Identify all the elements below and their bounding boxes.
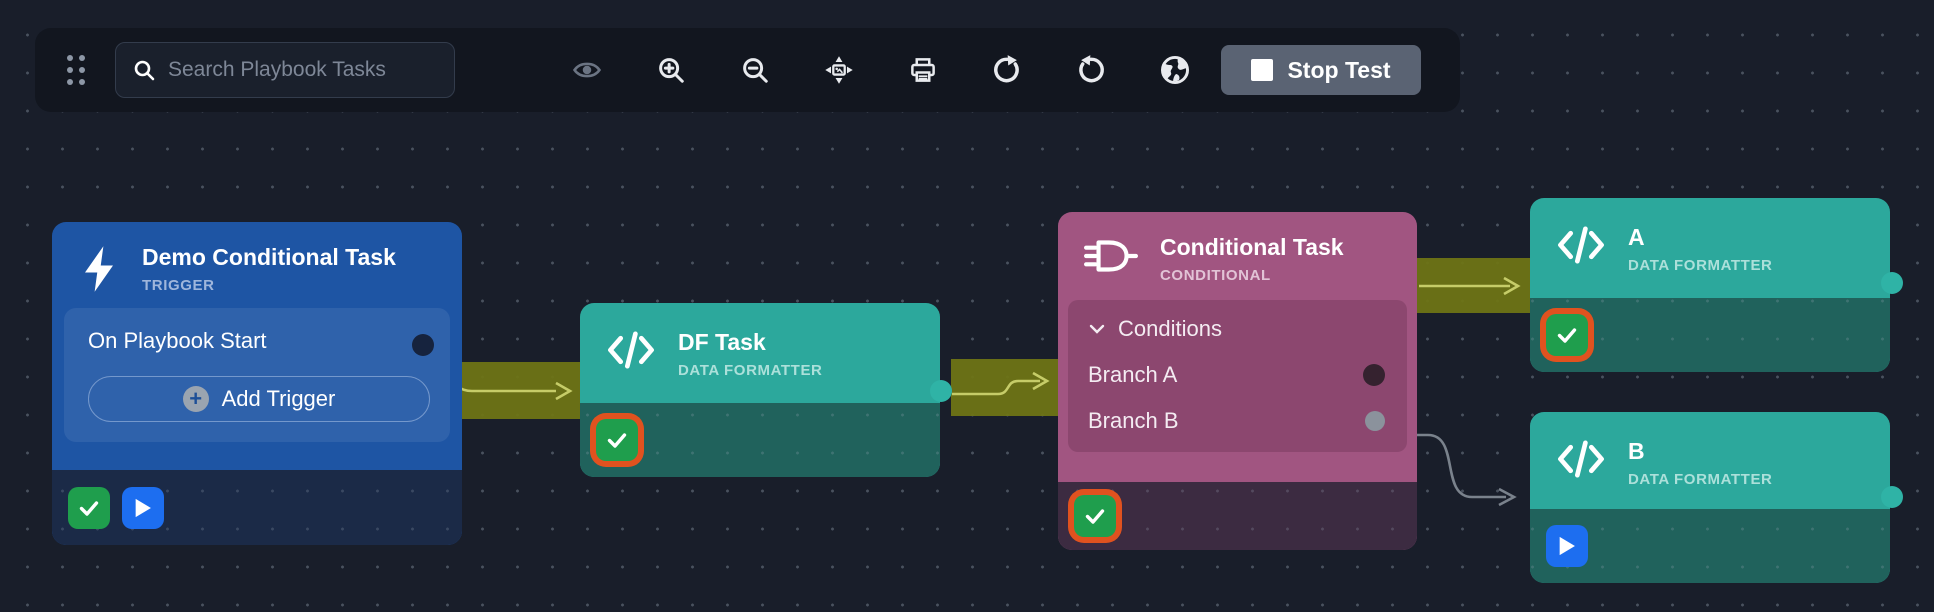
trigger-panel: On Playbook Start + Add Trigger [64,308,450,443]
node-type-label: DATA FORMATTER [678,362,823,380]
success-check-badge-highlighted [1546,314,1588,356]
print-button[interactable] [903,50,943,90]
branch-b-output-port[interactable] [1365,411,1385,432]
node-a[interactable]: A DATA FORMATTER [1530,198,1890,372]
edge-highlight-df-to-conditional [951,359,1058,416]
stop-square-icon [1251,59,1274,81]
zoom-in-icon [659,58,684,83]
add-trigger-button[interactable]: + Add Trigger [88,376,430,423]
node-title: DF Task [678,329,766,355]
node-type-label: DATA FORMATTER [1628,471,1773,489]
conditions-panel: Conditions Branch A Branch B [1068,300,1407,453]
stop-test-label: Stop Test [1287,56,1391,83]
node-b[interactable]: B DATA FORMATTER [1530,412,1890,583]
node-title: Conditional Task [1160,234,1344,260]
df-node-footer [580,403,940,477]
redo-button[interactable] [987,50,1027,90]
trigger-row-label: On Playbook Start [88,328,267,354]
branch-a-output-port[interactable] [1363,364,1385,387]
success-check-badge-highlighted [596,419,638,461]
zoom-out-button[interactable] [735,50,775,90]
undo-icon [1079,55,1104,83]
visibility-eye-button[interactable] [567,50,607,90]
add-trigger-label: Add Trigger [221,386,336,412]
edge-highlight-trigger-to-df [462,362,580,419]
trigger-node-footer [52,470,462,545]
node-title: B [1628,438,1645,464]
conditions-section-toggle[interactable]: Conditions [1088,316,1391,342]
play-icon [1559,536,1575,556]
node-type-label: CONDITIONAL [1160,267,1271,285]
fit-to-screen-button[interactable] [819,50,859,90]
globe-icon [1161,56,1189,84]
branch-row-a[interactable]: Branch A [1088,362,1391,388]
pending-edge-conditional-to-b [1414,433,1517,507]
print-icon [911,58,935,82]
code-icon [606,329,656,371]
chevron-down-icon [1088,322,1106,336]
lightning-icon [78,244,120,294]
stop-test-button[interactable]: Stop Test [1221,45,1421,95]
check-icon [79,500,99,516]
edge-highlight-conditional-to-a [1417,258,1530,313]
trigger-row-on-playbook-start[interactable]: On Playbook Start [88,328,430,354]
branch-a-label: Branch A [1088,362,1178,388]
globe-button[interactable] [1155,50,1195,90]
code-icon [1556,224,1606,266]
plus-circle-icon: + [182,386,209,413]
trigger-output-port[interactable] [412,334,434,357]
drag-handle-icon[interactable] [67,55,85,85]
fit-to-screen-icon [825,56,853,84]
conditional-node-footer [1058,482,1417,550]
conditions-label: Conditions [1118,316,1222,342]
code-icon [1556,438,1606,480]
branch-b-label: Branch B [1088,408,1179,434]
node-df-task[interactable]: DF Task DATA FORMATTER [580,303,940,477]
zoom-out-icon [743,58,768,83]
node-a-output-port[interactable] [1881,272,1903,294]
undo-button[interactable] [1071,50,1111,90]
df-task-output-port[interactable] [930,380,952,402]
zoom-in-button[interactable] [651,50,691,90]
node-type-label: DATA FORMATTER [1628,257,1773,275]
node-title: Demo Conditional Task [142,244,396,270]
node-trigger[interactable]: Demo Conditional Task TRIGGER On Playboo… [52,222,462,545]
check-icon [1085,509,1105,524]
branch-row-b[interactable]: Branch B [1088,408,1391,434]
check-icon [1557,328,1577,343]
node-title: A [1628,224,1645,250]
node-b-footer [1530,509,1890,583]
play-icon [135,498,151,517]
logic-gate-icon [1084,234,1138,278]
search-box[interactable] [115,42,455,98]
success-check-badge [68,486,110,529]
redo-icon [994,55,1019,83]
node-b-output-port[interactable] [1881,486,1903,508]
play-badge[interactable] [122,486,164,529]
toolbar: Stop Test [35,28,1460,112]
play-badge[interactable] [1546,525,1588,567]
check-icon [607,433,627,448]
search-icon [132,58,156,82]
node-type-label: TRIGGER [142,277,215,295]
eye-icon [572,62,602,78]
success-check-badge-highlighted [1074,495,1116,537]
search-input[interactable] [168,58,439,82]
node-a-footer [1530,298,1890,372]
node-conditional[interactable]: Conditional Task CONDITIONAL Conditions … [1058,212,1417,550]
